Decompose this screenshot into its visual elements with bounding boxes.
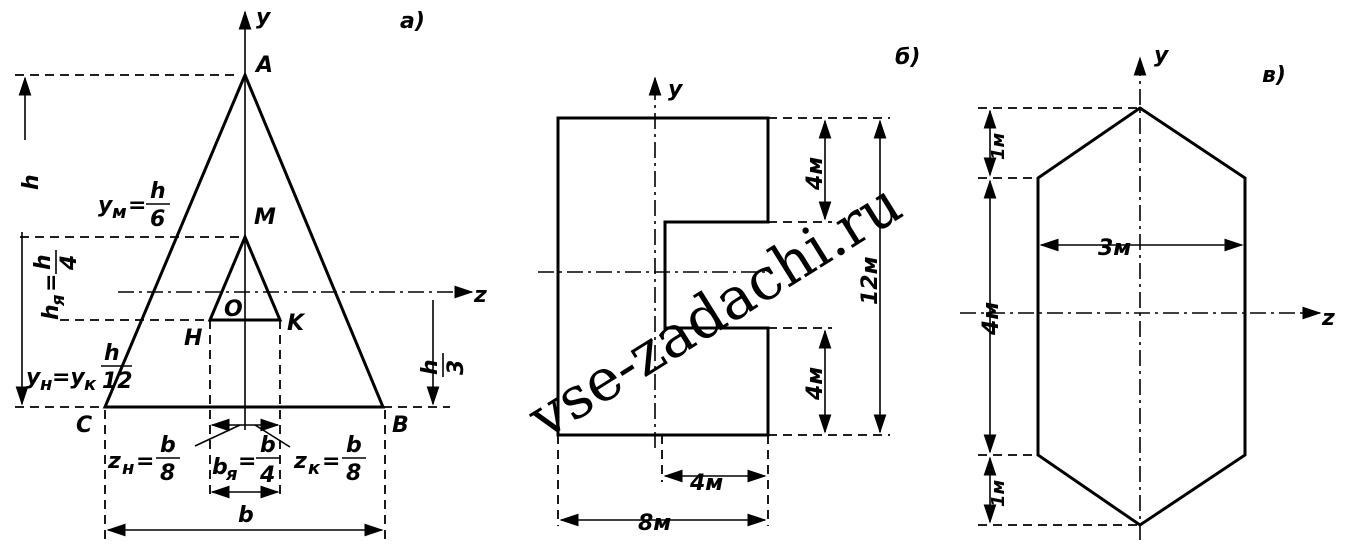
h3-formula: h 3: [418, 353, 469, 377]
svg-text:я: я: [48, 294, 69, 307]
bya-formula: bя = b 4: [212, 433, 280, 488]
channel-section: [556, 116, 770, 437]
svg-text:3: 3: [444, 360, 469, 375]
point-o: O: [224, 297, 243, 322]
svg-text:я: я: [225, 464, 238, 485]
dim-top: 1м: [988, 132, 1009, 160]
svg-text:h: h: [31, 254, 56, 270]
svg-text:h: h: [104, 341, 120, 366]
figure-tag: а): [400, 9, 425, 34]
svg-text:6: 6: [150, 207, 165, 232]
axis-label-z: z: [1321, 306, 1335, 331]
figure-tag: в): [1262, 63, 1286, 88]
dim-mid: 4м: [979, 302, 1004, 336]
h-label: h: [19, 174, 44, 190]
watermark: vse-zadachi.ru: [516, 169, 913, 453]
svg-text:н: н: [122, 458, 134, 479]
figure-tag: б): [895, 45, 920, 70]
svg-text:4: 4: [57, 255, 82, 271]
figure-b: б) y 4м 4м 12м 4м 8м: [538, 45, 920, 536]
point-k: K: [287, 311, 306, 336]
dim-width: 3м: [1098, 236, 1131, 261]
svg-text:z: z: [107, 449, 121, 474]
point-h: H: [184, 326, 202, 351]
svg-text:=: =: [39, 274, 64, 292]
svg-text:h: h: [418, 359, 443, 375]
svg-text:=: =: [128, 193, 146, 218]
svg-text:y: y: [26, 365, 42, 390]
svg-text:м: м: [112, 202, 127, 223]
b-label: b: [238, 503, 254, 528]
dim-web: 4м: [689, 471, 723, 496]
axis-label-y: y: [668, 77, 684, 102]
dim-width: 8м: [638, 511, 671, 536]
axis-label-y: y: [1154, 43, 1170, 68]
point-c: C: [76, 413, 92, 438]
dim-bottom: 1м: [988, 479, 1009, 507]
svg-text:8: 8: [160, 461, 175, 486]
svg-text:к: к: [308, 458, 321, 479]
axis-label-y: y: [256, 5, 272, 30]
triangle-abc: [102, 71, 386, 409]
dim-total: 12м: [858, 256, 883, 305]
svg-text:4: 4: [259, 463, 275, 488]
svg-text:=: =: [322, 449, 340, 474]
svg-text:b: b: [160, 433, 176, 458]
dim-top: 4м: [803, 157, 828, 191]
svg-text:b: b: [346, 433, 362, 458]
figure-v: в) y z 1м 4м 1м 3м: [960, 43, 1335, 540]
point-m: M: [254, 205, 276, 230]
svg-text:b: b: [260, 433, 276, 458]
svg-text:=: =: [136, 449, 154, 474]
axis-label-z: z: [473, 283, 487, 308]
svg-text:b: b: [212, 455, 228, 480]
svg-text:8: 8: [346, 461, 361, 486]
svg-text:h: h: [39, 304, 64, 320]
hexagon-section: [1036, 106, 1247, 527]
svg-text:h: h: [150, 179, 166, 204]
svg-text:=y: =y: [52, 365, 86, 390]
point-a: A: [254, 53, 273, 78]
svg-text:y: y: [98, 193, 114, 218]
svg-text:=: =: [238, 449, 256, 474]
point-b: B: [392, 413, 409, 438]
dim-bottom: 4м: [803, 367, 828, 401]
svg-text:z: z: [293, 449, 307, 474]
svg-text:н: н: [40, 374, 52, 395]
svg-text:12: 12: [102, 369, 133, 394]
core-triangle-mnk: [207, 233, 283, 322]
hya-formula: hя = h 4: [31, 250, 82, 320]
svg-text:к: к: [84, 374, 97, 395]
